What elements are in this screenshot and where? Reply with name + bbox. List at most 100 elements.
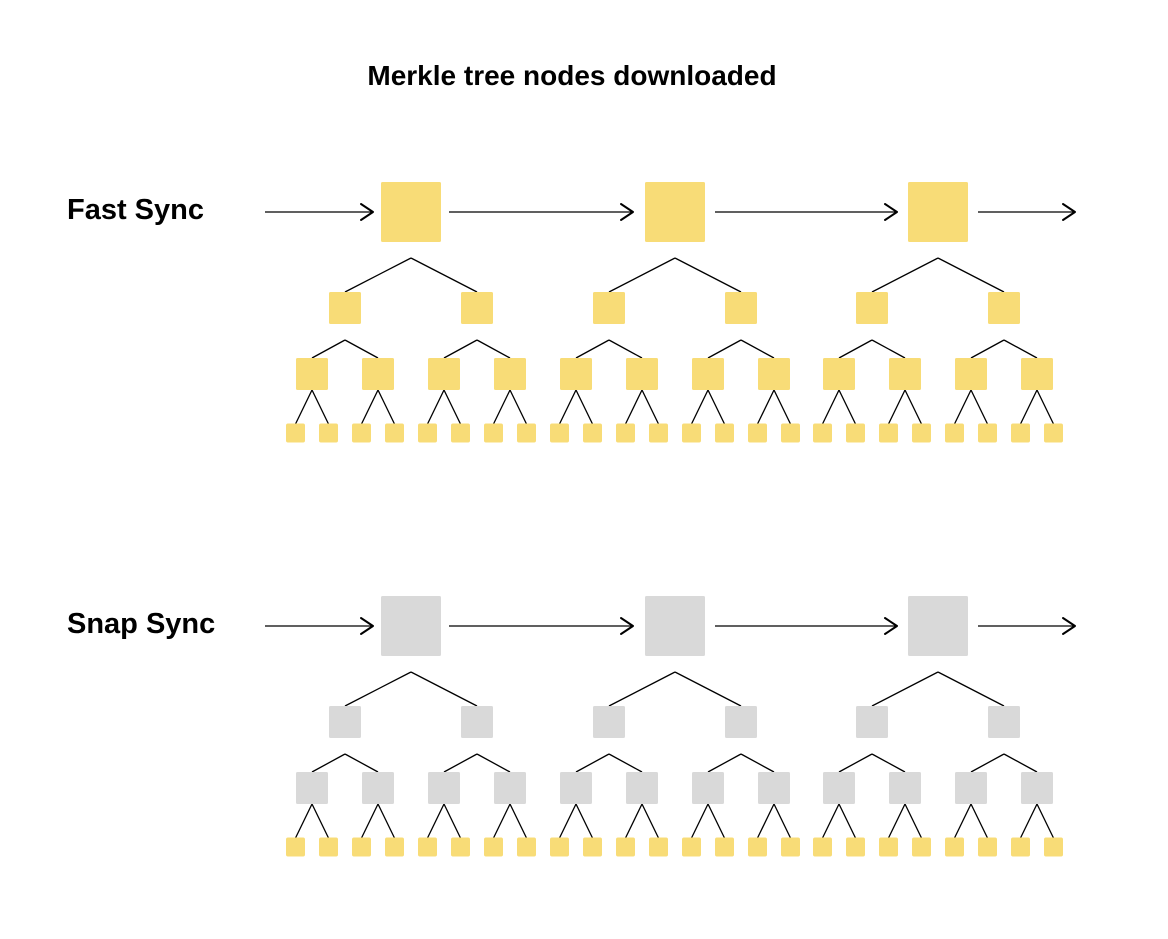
snap-sync-block-1-leaf-node: [517, 837, 536, 857]
fast-sync-arrow-3-head: [884, 203, 898, 221]
fast-sync-block-3-edge: [1003, 339, 1038, 359]
snap-sync-block-3-edge: [953, 803, 972, 839]
snap-sync-block-1-level2-node: [428, 772, 460, 804]
fast-sync-block-2-edge: [674, 257, 742, 293]
fast-sync-block-1-edge: [443, 389, 462, 425]
snap-sync-block-1-edge: [294, 803, 313, 839]
snap-sync-block-2-leaf-node: [715, 837, 734, 857]
fast-sync-block-1-edge: [426, 389, 445, 425]
snap-sync-block-2-edge: [707, 803, 726, 839]
fast-sync-block-3-leaf-node: [912, 423, 931, 443]
fast-sync-block-2-edge: [558, 389, 577, 425]
fast-sync-block-2-edge: [575, 389, 594, 425]
fast-sync-block-3-leaf-node: [1044, 423, 1063, 443]
snap-sync-block-3-level2-node: [889, 772, 921, 804]
snap-sync-block-1-leaf-node: [418, 837, 437, 857]
snap-sync-block-3-leaf-node: [846, 837, 865, 857]
fast-sync-block-1-edge: [410, 257, 478, 293]
fast-sync-block-3-leaf-node: [1011, 423, 1030, 443]
fast-sync-block-2-edge: [641, 389, 660, 425]
fast-sync-block-3-level1-node: [856, 292, 888, 324]
snap-sync-block-3-edge: [970, 753, 1005, 773]
snap-sync-block-1-edge: [426, 803, 445, 839]
snap-sync-block-3-edge: [871, 671, 939, 707]
fast-sync-block-1-leaf-node: [418, 423, 437, 443]
snap-sync-block-2-edge: [575, 753, 610, 773]
snap-sync-block-3-level2-node: [1021, 772, 1053, 804]
snap-sync-block-3-leaf-node: [978, 837, 997, 857]
snap-sync-block-2-edge: [707, 753, 742, 773]
snap-sync-block-1-edge: [377, 803, 396, 839]
snap-sync-block-1-edge: [410, 671, 478, 707]
snap-sync-block-3-level2-node: [823, 772, 855, 804]
fast-sync-block-2-level2-node: [692, 358, 724, 390]
fast-sync-block-2-leaf-node: [649, 423, 668, 443]
snap-sync-block-1-root-node: [381, 596, 441, 656]
fast-sync-block-2-leaf-node: [550, 423, 569, 443]
snap-sync-block-3-edge: [1036, 803, 1055, 839]
snap-sync-arrow-1-head: [360, 617, 374, 635]
snap-sync-block-3-edge: [821, 803, 840, 839]
fast-sync-block-2-level2-node: [626, 358, 658, 390]
snap-sync-block-2-leaf-node: [583, 837, 602, 857]
fast-sync-block-2-edge: [624, 389, 643, 425]
fast-sync-block-3-edge: [970, 339, 1005, 359]
snap-sync-block-1-level1-node: [461, 706, 493, 738]
fast-sync-block-1-leaf-node: [286, 423, 305, 443]
fast-sync-block-3-edge: [887, 389, 906, 425]
snap-sync-block-3-edge: [1003, 753, 1038, 773]
snap-sync-block-2-leaf-node: [550, 837, 569, 857]
fast-sync-block-1-edge: [492, 389, 511, 425]
snap-sync-block-1-edge: [344, 753, 379, 773]
fast-sync-block-3-leaf-node: [978, 423, 997, 443]
fast-sync-block-2-leaf-node: [781, 423, 800, 443]
snap-sync-block-1-edge: [344, 671, 412, 707]
snap-sync-block-2-edge: [674, 671, 742, 707]
fast-sync-block-2-level1-node: [593, 292, 625, 324]
snap-sync-label: Snap Sync: [67, 608, 216, 640]
fast-sync-block-1-edge: [443, 339, 478, 359]
fast-sync-block-2-root-node: [645, 182, 705, 242]
snap-sync-arrow-3-head: [884, 617, 898, 635]
snap-sync-block-1-leaf-node: [385, 837, 404, 857]
snap-sync-block-2-level2-node: [560, 772, 592, 804]
snap-sync-block-2-edge: [740, 753, 775, 773]
snap-sync-block-3-leaf-node: [813, 837, 832, 857]
fast-sync-block-1-edge: [311, 389, 330, 425]
fast-sync-block-2-edge: [756, 389, 775, 425]
diagram-title: Merkle tree nodes downloaded: [367, 60, 777, 91]
snap-sync-block-2-edge: [641, 803, 660, 839]
snap-sync-block-1-edge: [509, 803, 528, 839]
snap-sync-block-1-leaf-node: [286, 837, 305, 857]
fast-sync-block-2-level2-node: [758, 358, 790, 390]
snap-sync-block-3-level1-node: [856, 706, 888, 738]
snap-sync-block-1-leaf-node: [319, 837, 338, 857]
fast-sync-arrow-4-head: [1062, 203, 1076, 221]
fast-sync-block-3-edge: [871, 339, 906, 359]
fast-sync-block-1-leaf-node: [451, 423, 470, 443]
snap-sync-block-2-leaf-node: [781, 837, 800, 857]
fast-sync-block-1-edge: [509, 389, 528, 425]
fast-sync-block-2-leaf-node: [748, 423, 767, 443]
fast-sync-block-1-edge: [377, 389, 396, 425]
fast-sync-block-2-leaf-node: [616, 423, 635, 443]
snap-sync-block-2-level2-node: [626, 772, 658, 804]
snap-sync-block-3-leaf-node: [879, 837, 898, 857]
snap-sync-block-2-edge: [624, 803, 643, 839]
snap-sync-block-1-level1-node: [329, 706, 361, 738]
snap-sync-block-2-edge: [608, 671, 676, 707]
snap-sync-block-2-leaf-node: [616, 837, 635, 857]
fast-sync-block-3-leaf-node: [813, 423, 832, 443]
fast-sync-block-2-edge: [608, 339, 643, 359]
snap-sync-block-3-root-node: [908, 596, 968, 656]
fast-sync-block-3-edge: [904, 389, 923, 425]
snap-sync-block-3-level2-node: [955, 772, 987, 804]
snap-sync-block-2-edge: [558, 803, 577, 839]
snap-sync-block-2-edge: [575, 803, 594, 839]
fast-sync-block-2-edge: [690, 389, 709, 425]
snap-sync-block-2-edge: [773, 803, 792, 839]
snap-sync-block-3-leaf-node: [912, 837, 931, 857]
snap-sync-block-1-leaf-node: [352, 837, 371, 857]
snap-sync-block-2-level1-node: [725, 706, 757, 738]
fast-sync-block-3-edge: [838, 389, 857, 425]
